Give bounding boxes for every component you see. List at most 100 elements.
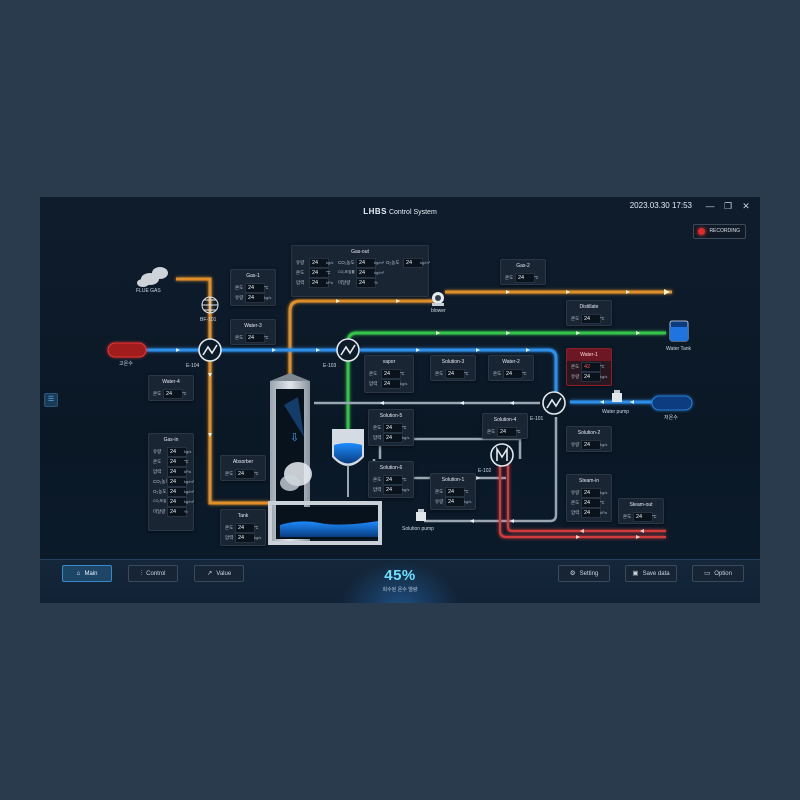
row-label: 온도 xyxy=(296,270,305,275)
row-label: 온도 xyxy=(153,459,162,464)
row-label: CO₂포집 기준 xyxy=(153,499,175,503)
row-unit: ℃ xyxy=(600,316,605,321)
row-unit: kg/s xyxy=(254,535,262,540)
bf101-filter-icon xyxy=(201,296,219,314)
e102-label: E-102 xyxy=(478,468,492,474)
row-label: 온도 xyxy=(153,391,162,396)
row-value: 24 xyxy=(581,372,601,382)
row-label: 온도 xyxy=(235,285,244,290)
app-subtitle: Control System xyxy=(388,209,437,216)
row-label: 온도 xyxy=(369,371,378,376)
row-unit: kg/m³ xyxy=(184,499,194,504)
row-unit: ℃ xyxy=(522,371,527,376)
row-label: 온도 xyxy=(487,429,496,434)
row-unit: kg/m³ xyxy=(184,479,194,484)
row-unit: ℃ xyxy=(402,477,407,482)
row-label: CO₂농도 xyxy=(338,260,355,265)
control-button[interactable]: ⫶Control xyxy=(128,565,178,582)
app-window: LHBS Control System 2023.03.30 17:53 — ❐… xyxy=(40,197,760,603)
row-label: 미달량 xyxy=(338,280,351,285)
row-unit: kg/m³ xyxy=(184,489,194,494)
row-unit: kg/s xyxy=(600,490,608,495)
row-value: 24 xyxy=(167,457,187,467)
row-value: 24 xyxy=(445,369,465,379)
row-label: 유량 xyxy=(153,449,162,454)
heat-exchangers xyxy=(198,338,566,467)
panel-title: Water-4 xyxy=(162,379,180,385)
recovery-caption: 회수된 온수 열량 xyxy=(382,587,418,593)
row-value: 24 xyxy=(633,512,653,522)
list-menu-icon[interactable]: ☰ xyxy=(44,393,58,407)
row-value: 24 xyxy=(503,369,523,379)
right-cold-water-tank xyxy=(651,395,693,411)
row-unit: kg/s xyxy=(402,435,410,440)
main-button[interactable]: ⌂Main xyxy=(62,565,112,582)
row-label: 유량 xyxy=(296,260,305,265)
row-label: 온도 xyxy=(505,275,514,280)
row-unit: ℃ xyxy=(600,364,605,369)
row-value: 24 xyxy=(403,258,423,268)
solution-pump-label: Solution pump xyxy=(402,526,434,532)
row-value: 24 xyxy=(381,379,401,389)
row-unit: ℃ xyxy=(182,391,187,396)
minimize-button[interactable]: — xyxy=(705,201,715,211)
row-label: 유량 xyxy=(571,374,580,379)
panel-title: Gas-2 xyxy=(516,263,530,269)
water-tank-label: Water Tank xyxy=(666,346,692,352)
setting-button[interactable]: ⚙Setting xyxy=(558,565,610,582)
row-value: 24 xyxy=(445,487,465,497)
save-data-button[interactable]: ▣Save data xyxy=(625,565,677,582)
option-button[interactable]: ▭Option xyxy=(692,565,744,582)
recovery-percent: 45% xyxy=(384,567,416,584)
row-label: 유량 xyxy=(435,499,444,504)
panel-title: Water-3 xyxy=(244,323,262,329)
row-unit: kPa xyxy=(600,510,607,515)
row-value: 24 xyxy=(309,258,329,268)
row-unit: ℃ xyxy=(464,371,469,376)
row-unit: kg/s xyxy=(402,487,410,492)
left-tank-label: 고온수 xyxy=(119,361,133,367)
row-label: 압력 xyxy=(225,535,234,540)
value-button[interactable]: ↗Value xyxy=(194,565,244,582)
panel-title: Solution-2 xyxy=(577,430,601,436)
restore-button[interactable]: ❐ xyxy=(723,201,733,211)
row-unit: ℃ xyxy=(464,489,469,494)
close-button[interactable]: ✕ xyxy=(742,201,750,211)
recording-button[interactable]: RECORDING xyxy=(693,224,746,239)
option-icon: ▭ xyxy=(704,570,711,577)
panel-title: Gas-out xyxy=(351,249,369,255)
e101-label: E-101 xyxy=(530,416,544,422)
process-diagram: ⇩ xyxy=(107,267,693,545)
svg-text:⇩: ⇩ xyxy=(290,431,299,444)
row-value: 24 xyxy=(167,507,187,517)
row-label: CO₂농도 xyxy=(153,479,170,484)
row-label: 온도 xyxy=(623,514,632,519)
row-value: 24 xyxy=(167,467,187,477)
row-value: 24 xyxy=(167,447,187,457)
row-label: 온도 xyxy=(225,471,234,476)
panel-title: Solution-5 xyxy=(379,413,403,419)
row-unit: kPa xyxy=(326,280,333,285)
row-label: 온도 xyxy=(225,525,234,530)
control-button-label: Control xyxy=(146,571,166,577)
